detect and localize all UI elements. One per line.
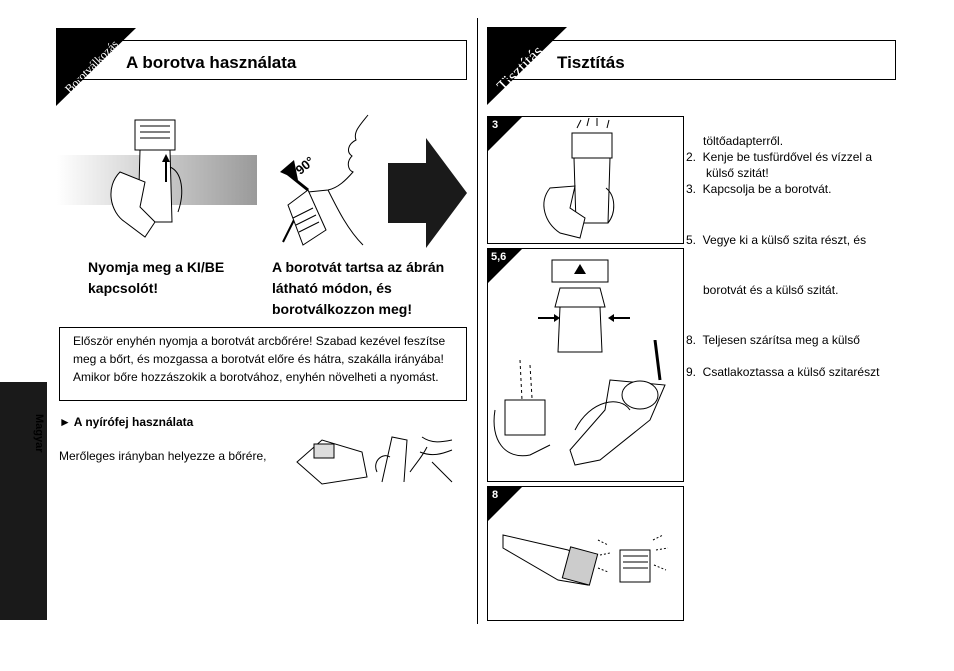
frame-corner-3 <box>488 117 522 151</box>
frame-number: 8 <box>492 489 499 501</box>
page-divider <box>477 18 478 624</box>
step-text: borotvát és a külső szitát. <box>703 283 839 297</box>
step-text: 5. Vegye ki a külső szita részt, és <box>686 233 867 247</box>
frame-number: 3 <box>492 119 499 131</box>
caption-line: Nyomja meg a KI/BE <box>88 259 225 275</box>
trimmer-illustration <box>296 436 453 485</box>
section-title: Tisztítás <box>557 53 625 72</box>
frame-corner-5-6 <box>488 249 522 283</box>
rinse-illustration <box>493 340 666 466</box>
right-title-box <box>487 40 896 80</box>
note-line: Amikor bőre hozzászokik a borotvához, en… <box>73 370 439 384</box>
caption-shaving: A borotvát tartsa az ábrán látható módon… <box>272 257 444 320</box>
caption-line: kapcsolót! <box>88 280 159 296</box>
language-label: Magyar <box>33 414 45 453</box>
step-frame-8 <box>487 486 684 621</box>
trimmer-text: Merőleges irányban helyezze a bőrére, <box>59 449 267 463</box>
caption-power-switch: Nyomja meg a KI/BE kapcsolót! <box>88 257 224 299</box>
step-text: 2. Kenje be tusfürdővel és vízzel a <box>686 150 873 164</box>
language-side-tab <box>0 382 47 620</box>
step-text: külső szitát! <box>686 166 769 180</box>
arrow-right-icon <box>388 138 467 248</box>
shaving-angle-illustration <box>280 114 369 246</box>
frame-number: 5,6 <box>491 251 507 263</box>
shaver-power-illustration <box>110 119 183 238</box>
note-line: meg a bőrt, és mozgassa a borotvát előre… <box>73 352 444 366</box>
note-text: Először enyhén nyomja a borotvát arcbőré… <box>73 332 445 386</box>
step-text: 3. Kapcsolja be a borotvát. <box>686 182 832 196</box>
caption-line: borotválkozzon meg! <box>272 301 413 317</box>
note-box <box>59 327 467 401</box>
left-title-box <box>56 40 467 80</box>
step-text: 9. Csatlakoztassa a külső szitarészt <box>686 365 880 379</box>
remove-foil-illustration <box>538 259 630 353</box>
caption-line: A borotvát tartsa az ábrán <box>272 259 445 275</box>
right-corner-tab <box>487 27 567 105</box>
step-frame-3 <box>487 116 684 244</box>
dry-illustration <box>502 534 669 586</box>
page-title: A borotva használata <box>126 53 297 72</box>
shaver-on-illustration <box>543 118 615 239</box>
frame-corner-8 <box>488 487 522 521</box>
left-corner-tab <box>56 28 136 106</box>
caption-line: látható módon, és <box>272 280 392 296</box>
note-line: Először enyhén nyomja a borotvát arcbőré… <box>73 334 446 348</box>
step-frame-5-6 <box>487 248 684 482</box>
step-text: 8. Teljesen szárítsa meg a külső <box>686 333 860 347</box>
step-text: töltőadapterről. <box>703 134 784 148</box>
trimmer-heading: ► A nyírófej használata <box>59 415 194 429</box>
